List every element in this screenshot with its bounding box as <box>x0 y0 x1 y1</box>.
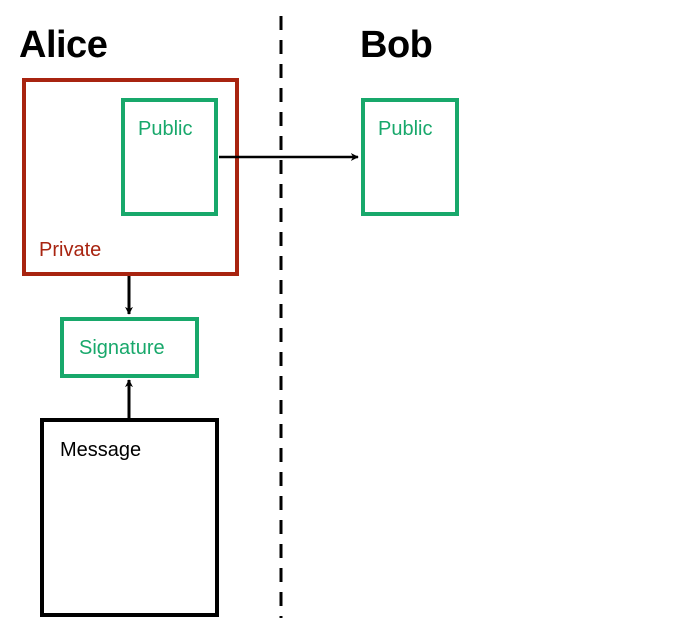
private-key-label: Private <box>39 239 102 261</box>
alice-heading: Alice <box>19 24 108 66</box>
alice-public-key-label: Public <box>138 118 193 140</box>
message-box: Message <box>40 418 219 617</box>
signature-box: Signature <box>60 317 199 378</box>
bob-heading: Bob <box>360 24 433 66</box>
bob-public-key-box: Public <box>361 98 459 216</box>
signature-label: Signature <box>79 337 165 359</box>
message-label: Message <box>60 439 142 461</box>
alice-public-key-box: Public <box>121 98 218 216</box>
bob-public-key-label: Public <box>378 118 433 140</box>
